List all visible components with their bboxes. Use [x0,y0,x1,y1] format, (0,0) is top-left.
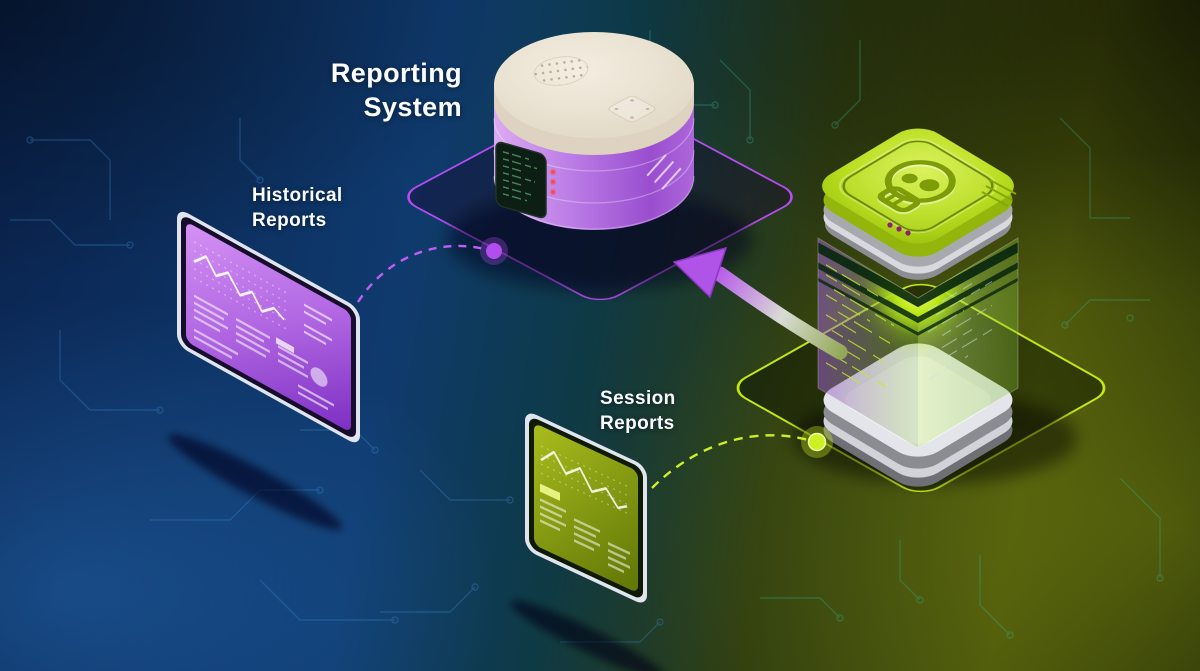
avatar [310,367,328,387]
hub-shadow [448,190,752,290]
hub-screen [495,141,547,219]
hub-vent-lines [646,154,682,190]
hub-top-face [494,32,694,138]
historical-reports-label: Historical Reports [252,185,343,231]
led-indicators [549,168,557,196]
line-chart-glyph [193,241,290,332]
lid-status-dots [887,222,911,236]
session-tablet-shadow [510,600,666,671]
tablet-text-rows [540,498,630,574]
screen-code-lines [503,151,537,202]
session-reports-label: Session Reports [600,388,676,434]
glass-edge [817,237,1019,449]
server-cube [817,128,1019,487]
historical-connection-line [356,244,489,303]
line-chart-glyph [540,445,628,514]
server-lid [822,128,1017,280]
tablet-text-rows [194,294,308,379]
historical-tablet [177,211,360,443]
circuit-traces-blue [10,118,664,643]
historical-tablet-shadow [168,434,342,530]
session-connection-line [651,434,813,489]
historical-connection-node [486,243,502,259]
reporting-hub-device [493,32,695,230]
code-lines-right [928,280,994,380]
skull-icon [877,160,956,215]
historical-connection [356,237,508,303]
tablet-screen [186,224,351,430]
session-connection [651,426,833,489]
tablet-screen [534,425,638,591]
tablet-side-panel [298,303,334,411]
scene-title: Reporting System [330,58,462,122]
top-plate [608,95,656,123]
flow-arrow-icon [672,246,848,360]
lid-groove-highlight [839,138,997,234]
lid-vent-lines [981,179,1017,207]
session-tablet [525,413,647,603]
glass-bands [818,238,1018,336]
lid-groove [842,140,994,232]
highlight-chip [276,337,294,354]
session-connection-node [807,432,827,452]
speaker-grille-icon [533,56,589,86]
highlight-chip [540,483,560,501]
